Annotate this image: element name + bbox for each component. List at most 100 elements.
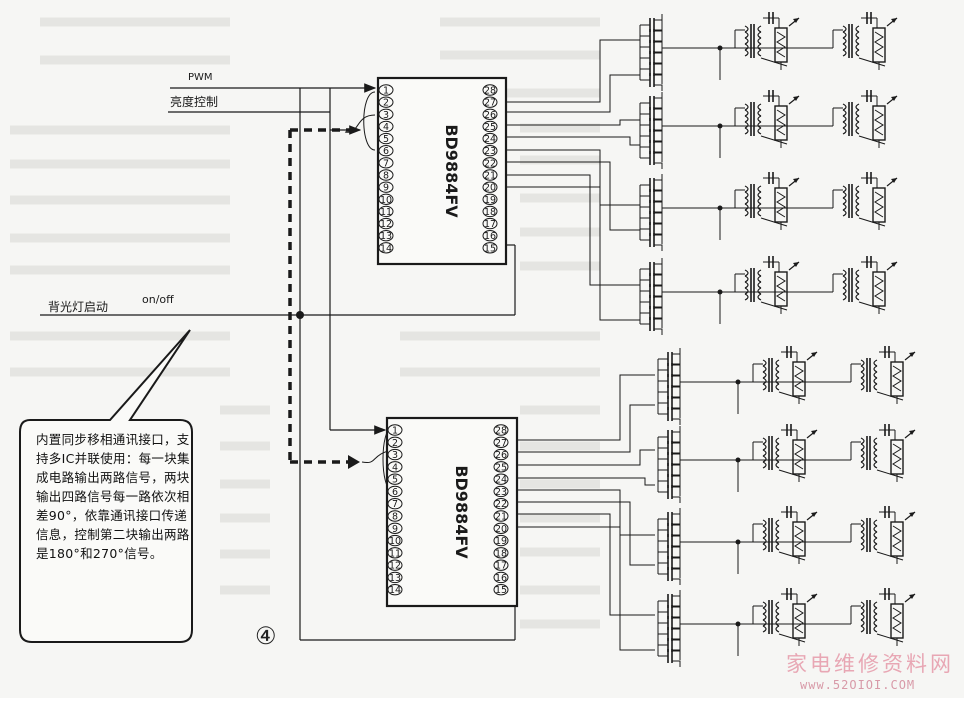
pin-number: 27 [495, 438, 507, 449]
pin-number: 21 [495, 512, 507, 523]
pin-circle [482, 217, 498, 230]
pin-number: 19 [495, 536, 507, 547]
pin-circle [378, 120, 394, 133]
inverter-output-stage [639, 12, 898, 91]
watermark-logo-text: 家电维修资料网 [786, 652, 954, 676]
pin-circle [493, 498, 509, 510]
pin-number: 2 [383, 98, 389, 109]
pin-number: 28 [495, 426, 507, 437]
pin-circle [482, 157, 498, 169]
pin-number: 22 [495, 499, 507, 510]
background-text-texture [10, 17, 600, 629]
pin-number: 28 [484, 86, 496, 97]
pin-circle [378, 181, 394, 193]
pin-number: 24 [484, 134, 496, 145]
pin-circle [387, 510, 403, 522]
pin-circle [387, 436, 403, 448]
inverter-output-stage [639, 256, 898, 335]
pin-number: 9 [383, 183, 389, 194]
pin-number: 11 [380, 207, 392, 218]
pin-circle [493, 436, 509, 448]
inverter-output-stage [639, 90, 898, 169]
pin-number: 26 [495, 450, 507, 461]
pin-number: 14 [380, 243, 392, 254]
sync-dashed-lines [288, 128, 355, 464]
pin-number: 5 [383, 134, 389, 145]
pin-circle [493, 473, 509, 485]
pin-number: 2 [392, 438, 398, 449]
pin-circle [482, 84, 498, 96]
pin-circle [378, 145, 394, 157]
pin-number: 23 [495, 487, 507, 498]
pin-number: 1 [392, 426, 398, 437]
pin-number: 20 [495, 524, 507, 535]
pin-circle [493, 461, 509, 473]
pin-circle [387, 461, 403, 473]
pwm-label: PWM [188, 72, 213, 83]
pin-circle [493, 522, 509, 534]
pin-circle [482, 193, 498, 205]
inverter-output-stage [657, 346, 916, 425]
pin-number: 16 [495, 573, 507, 584]
pin-circle [482, 120, 498, 133]
pin-circle [482, 145, 498, 157]
pin-circle [493, 559, 509, 571]
pin-circle [378, 217, 394, 230]
pin-number: 8 [392, 512, 398, 523]
pin-circle [493, 485, 509, 498]
pin-number: 21 [484, 171, 496, 182]
pin-circle [378, 84, 394, 96]
pin-number: 4 [392, 462, 398, 473]
pin-number: 23 [484, 146, 496, 157]
pin-number: 18 [495, 548, 507, 559]
pin-number: 6 [392, 487, 398, 498]
pin-circle [387, 448, 403, 461]
figure-number: ④ [255, 622, 277, 650]
pin-number: 5 [392, 475, 398, 486]
pin-circle [378, 193, 394, 205]
pin-circle [378, 132, 394, 145]
pin-number: 3 [392, 450, 398, 461]
pin-number: 17 [484, 219, 496, 230]
pin-circle [493, 424, 509, 436]
pin-circle [482, 181, 498, 193]
chip-label: BD9884FV [442, 124, 461, 218]
pin-circle [482, 132, 498, 145]
pin-number: 7 [383, 158, 389, 169]
pin-number: 27 [484, 98, 496, 109]
pin-number: 14 [389, 585, 401, 596]
pin-circle [493, 584, 509, 596]
pin-circle [493, 448, 509, 461]
pin-number: 26 [484, 110, 496, 121]
pin-circle [482, 108, 498, 120]
pin-number: 11 [389, 548, 401, 559]
pin-number: 16 [484, 231, 496, 242]
pin-number: 15 [495, 585, 507, 596]
pin-circle [493, 571, 509, 584]
pin-circle [387, 571, 403, 584]
pin-circle [378, 96, 394, 108]
pin-circle [387, 534, 403, 547]
pin-number: 24 [495, 475, 507, 486]
pin-number: 6 [383, 146, 389, 157]
pin-circle [378, 157, 394, 169]
pin-circle [493, 534, 509, 547]
watermark-url: www.52OIOI.COM [800, 678, 916, 692]
pin-circle [482, 242, 498, 254]
pin-number: 12 [389, 561, 401, 572]
inverter-output-stage [657, 506, 916, 585]
inverter-output-stage [657, 424, 916, 503]
pin-circle [482, 96, 498, 108]
pin-circle [482, 169, 498, 181]
callout-text: 内置同步移相通讯接口，支持多IC并联使用：每一块集成电路输出两路信号，两块输出四… [36, 432, 190, 561]
inverter-output-stage [639, 172, 898, 251]
pin-circle [387, 559, 403, 571]
pin-number: 25 [484, 122, 496, 133]
pin-number: 22 [484, 158, 496, 169]
on-off-label: on/off [142, 293, 174, 306]
pin-circle [387, 424, 403, 436]
pin-number: 17 [495, 561, 507, 572]
pin-number: 20 [484, 183, 496, 194]
